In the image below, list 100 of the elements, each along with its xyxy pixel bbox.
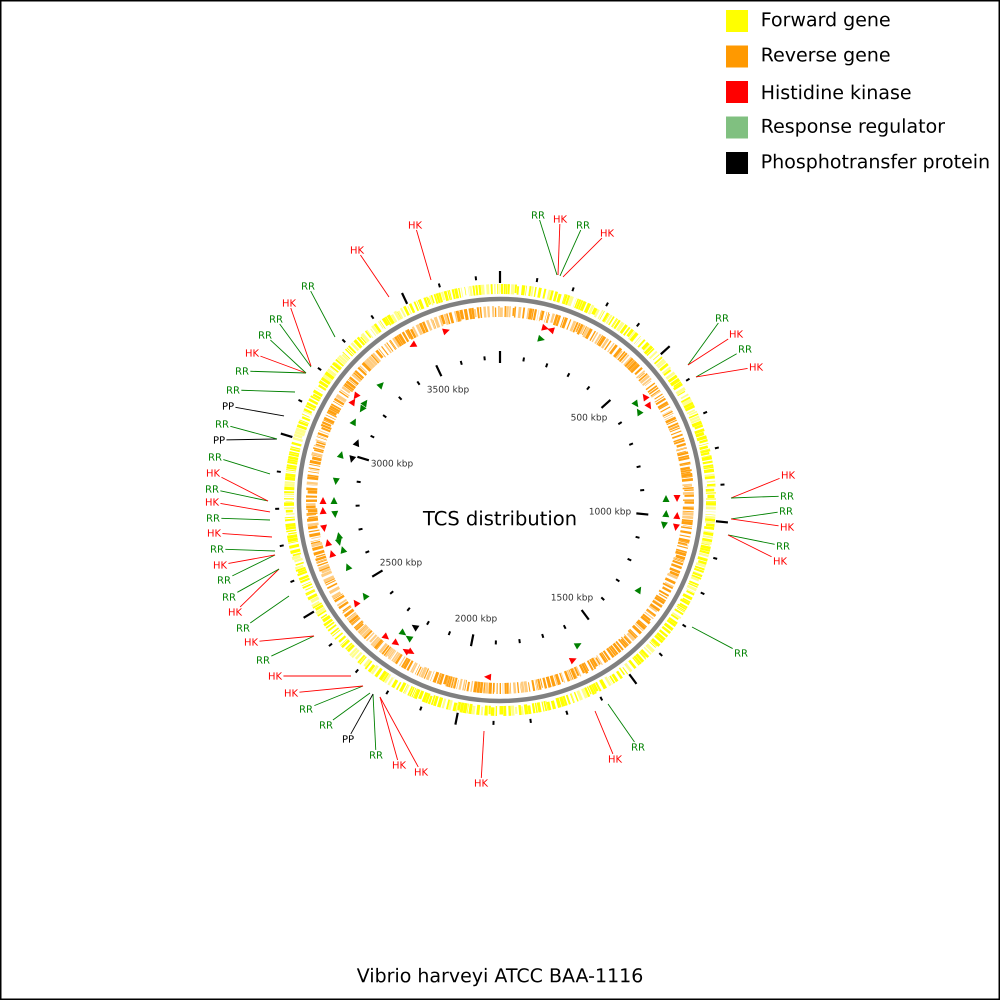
- gene-label: RR: [237, 624, 250, 632]
- leader-line: [290, 308, 312, 366]
- gene-label: RR: [209, 453, 222, 461]
- gene-label: RR: [211, 545, 224, 553]
- leader-line: [232, 554, 276, 576]
- gene-label: RR: [632, 743, 645, 751]
- leader-line: [696, 368, 748, 378]
- leader-line: [270, 636, 314, 657]
- gene-label: HK: [246, 349, 260, 357]
- gene-label: HK: [350, 246, 364, 254]
- leader-line: [380, 696, 419, 768]
- legend-label: Response regulator: [762, 118, 946, 137]
- gene-label: HK: [554, 215, 568, 223]
- gene-label: PP: [342, 735, 354, 743]
- leader-line: [220, 518, 270, 520]
- gene-label: RR: [227, 386, 240, 394]
- leader-line: [730, 478, 780, 498]
- leader-line: [730, 518, 780, 526]
- leader-line: [250, 596, 290, 624]
- gene-label: RR: [716, 314, 729, 322]
- gene-label: HK: [600, 229, 614, 237]
- leader-line: [240, 390, 296, 392]
- gene-label: HK: [414, 768, 428, 776]
- leader-line: [220, 503, 270, 512]
- leader-line: [608, 704, 635, 742]
- leader-line: [332, 692, 370, 720]
- gene-label: RR: [532, 211, 545, 219]
- gene-label: RR: [216, 420, 229, 428]
- gene-label: HK: [206, 498, 220, 506]
- leader-line: [480, 730, 484, 778]
- gene-label: RR: [370, 751, 383, 759]
- gene-label: HK: [282, 299, 296, 307]
- gene-label: HK: [268, 672, 282, 680]
- legend-label: Forward gene: [762, 12, 890, 30]
- gene-label: HK: [474, 779, 488, 787]
- leader-line: [539, 220, 558, 276]
- leader-line: [250, 370, 306, 374]
- leader-line: [688, 338, 729, 366]
- leader-line: [728, 534, 776, 545]
- gene-label: RR: [218, 576, 231, 584]
- leader-line: [236, 568, 280, 593]
- leader-line: [299, 686, 364, 693]
- leader-line: [260, 356, 306, 374]
- gene-label: HK: [782, 471, 796, 479]
- leader-line: [240, 568, 280, 608]
- leader-line: [221, 476, 268, 502]
- gene-label: RR: [780, 507, 793, 515]
- leader-line: [222, 533, 272, 538]
- caption: Vibrio harveyi ATCC BAA-1116: [356, 968, 642, 986]
- leader-line: [259, 636, 314, 642]
- gene-label: RR: [735, 649, 748, 657]
- gene-label: RR: [236, 367, 249, 375]
- gene-label: HK: [774, 557, 788, 565]
- gene-label: RR: [270, 315, 283, 323]
- scale-label: 500 kbp: [571, 414, 607, 422]
- leader-line: [310, 290, 336, 338]
- gene-label: RR: [206, 485, 219, 493]
- gene-label: RR: [300, 705, 313, 713]
- gene-label: HK: [750, 363, 764, 371]
- leader-line: [380, 696, 398, 760]
- gene-label: RR: [777, 542, 790, 550]
- leader-line: [416, 230, 432, 280]
- gene-label: RR: [259, 331, 272, 339]
- leader-line: [360, 254, 390, 298]
- leader-line: [314, 686, 364, 706]
- leader-line: [562, 238, 602, 278]
- leader-line: [226, 438, 278, 440]
- leader-line: [730, 496, 780, 498]
- scale-label: 3500 kbp: [428, 386, 469, 394]
- scale-label: 1000 kbp: [590, 508, 631, 516]
- scale-label: 2000 kbp: [455, 614, 497, 624]
- gene-label: HK: [244, 638, 258, 646]
- leader-line: [224, 548, 276, 552]
- gene-label: HK: [214, 561, 228, 569]
- gene-label: PP: [214, 436, 225, 444]
- leader-line: [279, 324, 312, 368]
- gene-label: HK: [408, 221, 422, 229]
- gene-label: HK: [206, 469, 220, 477]
- gene-label: RR: [577, 221, 590, 229]
- gene-label: HK: [284, 689, 298, 697]
- leader-line: [228, 554, 276, 564]
- leader-line: [730, 512, 778, 520]
- legend-label: Histidine kinase: [762, 84, 911, 100]
- leader-line: [230, 426, 278, 440]
- gene-label: HK: [392, 761, 406, 769]
- leader-line: [560, 230, 582, 276]
- legend-label: Phosphotransfer protein: [762, 154, 988, 172]
- leader-line: [688, 322, 719, 366]
- leader-line: [594, 710, 614, 754]
- gene-label: RR: [207, 514, 220, 522]
- gene-label: RR: [781, 492, 794, 500]
- leader-line: [350, 694, 374, 734]
- gene-label: HK: [730, 330, 744, 338]
- gene-label: RR: [257, 656, 270, 664]
- leader-line: [696, 353, 738, 378]
- gene-label: HK: [228, 608, 242, 616]
- scale-label: 2500 kbp: [380, 558, 422, 568]
- scale-label: 3000 kbp: [372, 460, 413, 468]
- leader-line: [728, 534, 772, 558]
- leader-line: [222, 459, 270, 474]
